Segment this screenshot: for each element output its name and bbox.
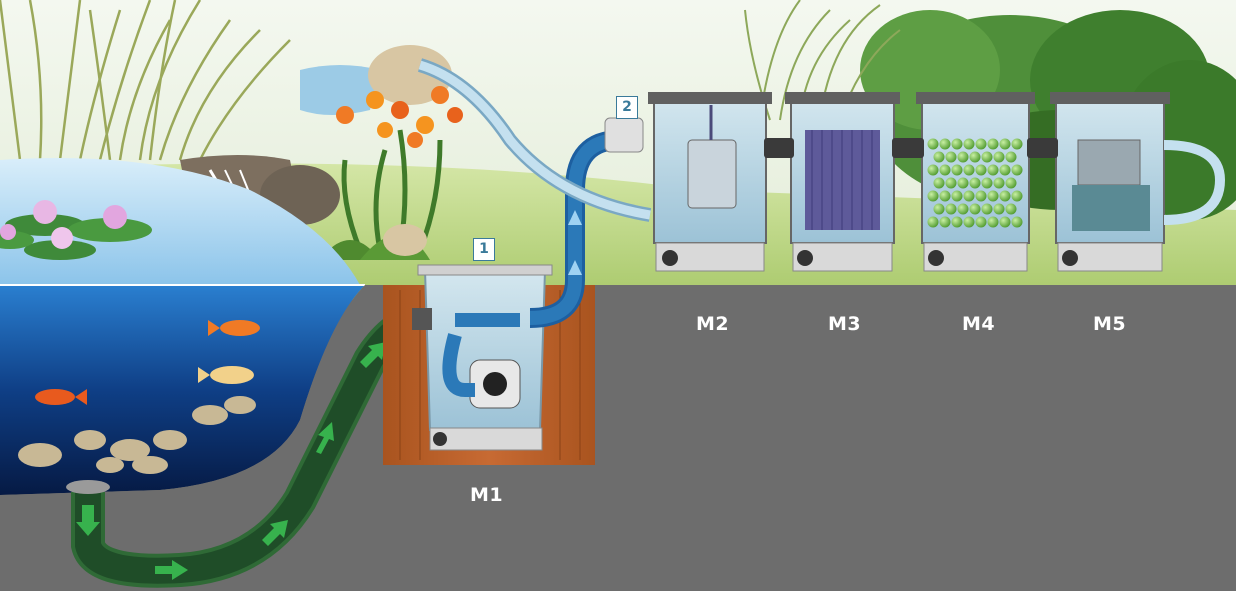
label-m2: M2 [696, 313, 730, 335]
media-ball [1005, 203, 1017, 215]
label-m4: M4 [962, 313, 996, 335]
media-ball [945, 177, 957, 189]
orange-flowers [320, 86, 463, 260]
media-ball [927, 190, 939, 202]
media-ball [987, 164, 999, 176]
filter-media-balls [927, 138, 1023, 228]
media-ball [939, 216, 951, 228]
media-ball [999, 216, 1011, 228]
module-m3 [785, 92, 900, 272]
media-ball [1011, 216, 1023, 228]
badge-uv-2: 2 [616, 96, 638, 119]
media-ball [963, 164, 975, 176]
media-ball [993, 203, 1005, 215]
media-ball [927, 138, 939, 150]
media-ball [975, 190, 987, 202]
media-ball [957, 177, 969, 189]
media-ball [993, 151, 1005, 163]
media-ball [987, 138, 999, 150]
m5-return-loop [1163, 140, 1226, 225]
pond-stones [18, 396, 256, 474]
module-m1-pit [383, 264, 595, 465]
media-ball [957, 151, 969, 163]
media-ball [1005, 177, 1017, 189]
media-ball [933, 203, 945, 215]
media-ball [927, 164, 939, 176]
water-lilies [0, 200, 152, 260]
media-ball [933, 177, 945, 189]
media-ball [951, 138, 963, 150]
connector-pipes [764, 138, 1058, 158]
return-hose [417, 58, 652, 222]
media-ball [981, 203, 993, 215]
media-ball [981, 151, 993, 163]
media-ball [963, 190, 975, 202]
media-ball [939, 138, 951, 150]
media-ball [927, 216, 939, 228]
media-ball [1011, 164, 1023, 176]
media-ball [975, 138, 987, 150]
media-ball [963, 216, 975, 228]
media-ball [951, 164, 963, 176]
media-ball [951, 190, 963, 202]
media-ball [957, 203, 969, 215]
module-m2 [648, 92, 772, 272]
media-ball [981, 177, 993, 189]
media-ball [999, 190, 1011, 202]
badge-pump-1: 1 [473, 238, 495, 261]
media-ball [945, 151, 957, 163]
label-m3: M3 [828, 313, 862, 335]
media-ball [1011, 138, 1023, 150]
media-ball [975, 164, 987, 176]
media-ball [987, 190, 999, 202]
media-ball [939, 190, 951, 202]
media-ball [1011, 190, 1023, 202]
media-ball [945, 203, 957, 215]
label-m1: M1 [470, 484, 504, 506]
media-ball [939, 164, 951, 176]
media-ball [999, 164, 1011, 176]
media-ball [975, 216, 987, 228]
uv-clarifier [604, 117, 644, 153]
media-ball [987, 216, 999, 228]
reeds [0, 0, 291, 161]
media-ball [993, 177, 1005, 189]
label-m5: M5 [1093, 313, 1127, 335]
media-ball [951, 216, 963, 228]
module-m4 [916, 92, 1035, 272]
media-ball [969, 203, 981, 215]
media-ball [933, 151, 945, 163]
media-ball [1005, 151, 1017, 163]
flow-arrows [76, 342, 386, 580]
media-ball [999, 138, 1011, 150]
koi-fish [35, 320, 260, 405]
media-ball [969, 151, 981, 163]
media-ball [969, 177, 981, 189]
module-m5 [1050, 92, 1170, 272]
media-ball [963, 138, 975, 150]
